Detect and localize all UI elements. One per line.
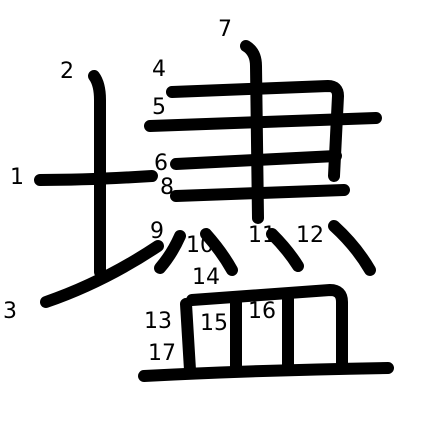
stroke-1 [34, 170, 158, 186]
stroke-number-5: 5 [152, 95, 166, 120]
stroke-number-13: 13 [144, 309, 172, 334]
stroke-number-3: 3 [3, 299, 17, 324]
stroke-13 [180, 298, 196, 376]
stroke-7 [240, 40, 264, 224]
stroke-number-7: 7 [218, 17, 232, 42]
stroke-number-6: 6 [154, 151, 168, 176]
stroke-11 [266, 228, 304, 272]
stroke-17 [138, 362, 394, 382]
stroke-14 [186, 284, 348, 372]
stroke-number-16: 16 [248, 299, 276, 324]
stroke-3 [40, 240, 164, 308]
stroke-number-9: 9 [150, 219, 164, 244]
stroke-number-14: 14 [192, 265, 220, 290]
stroke-number-2: 2 [60, 59, 74, 84]
stroke-8 [170, 184, 350, 202]
stroke-number-8: 8 [160, 175, 174, 200]
stroke-number-11: 11 [248, 223, 276, 248]
stroke-12 [328, 220, 376, 276]
stroke-number-10: 10 [186, 233, 214, 258]
stroke-number-labels: 1 2 3 4 5 6 7 8 9 10 11 12 13 14 15 16 1… [3, 17, 324, 366]
stroke-5 [144, 112, 382, 132]
stroke-9 [154, 230, 186, 274]
stroke-2 [88, 70, 106, 278]
stroke-number-15: 15 [200, 311, 228, 336]
stroke-4 [166, 80, 344, 182]
stroke-10 [200, 228, 238, 276]
strokes [34, 40, 394, 382]
stroke-number-1: 1 [10, 165, 24, 190]
stroke-number-17: 17 [148, 341, 176, 366]
stroke-number-4: 4 [152, 57, 166, 82]
stroke-number-12: 12 [296, 223, 324, 248]
